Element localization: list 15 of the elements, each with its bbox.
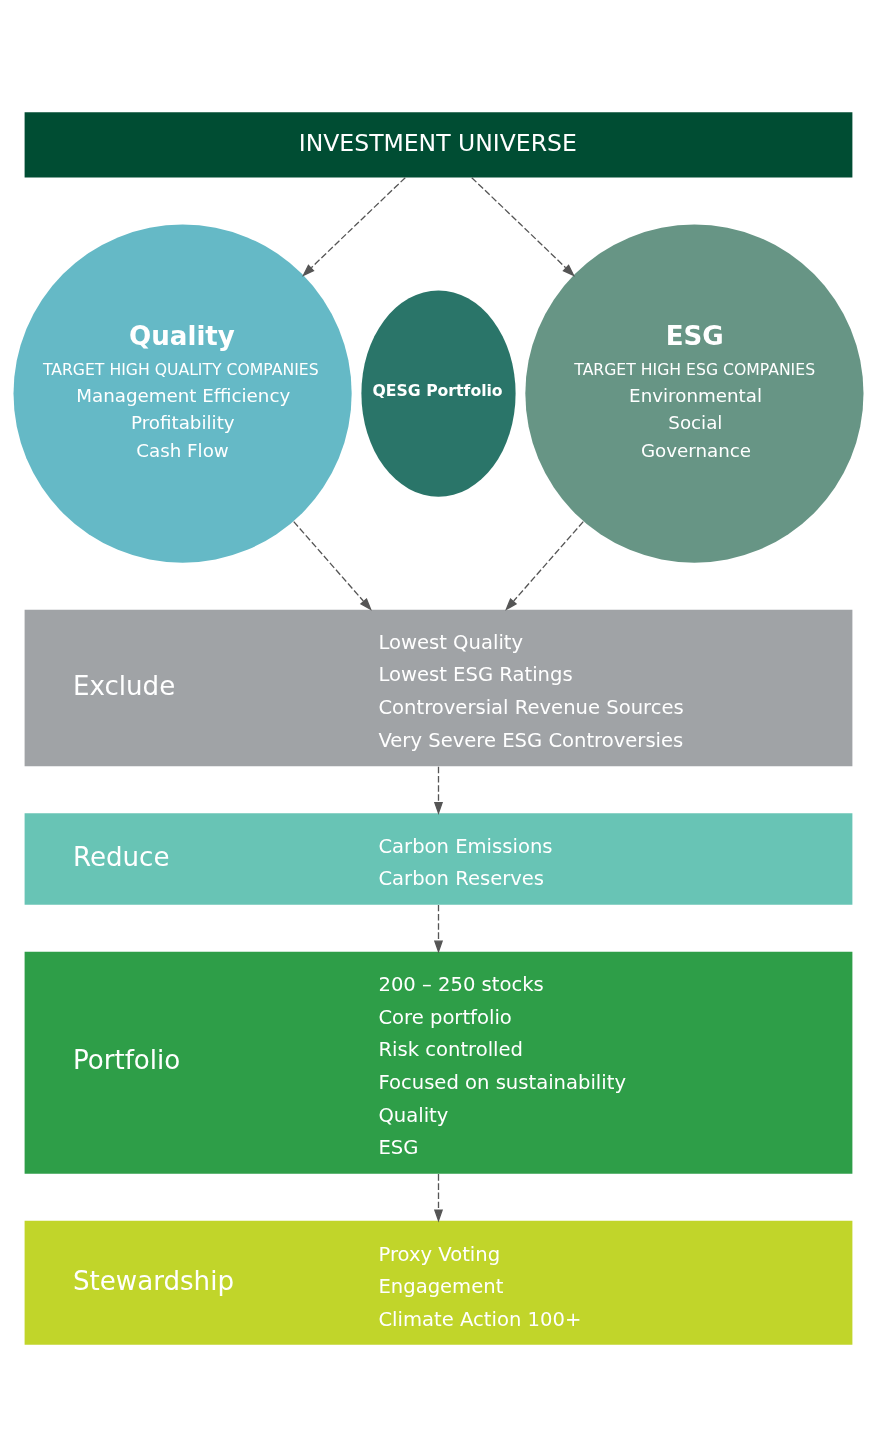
node-ellipse: QESG Portfolio [361,289,516,497]
arrow [293,520,372,611]
node-box: Exclude Lowest Quality Lowest ESG Ratings Controversial Revenue Sources Very Severe ESG Controversies [24,609,853,766]
node-box: Portfolio 200 – 250 stocks Core portfolio Risk controlled Focused on sustainability Quality ESG [24,951,853,1174]
arrow [433,765,444,815]
node-box: Stewardship Proxy Voting Engagement Climate Action 100+ [24,1220,853,1345]
arrow [505,520,584,611]
node-box: INVESTMENT UNIVERSE [24,111,853,177]
arrow [302,176,406,277]
arrow [471,176,575,277]
node-box: Reduce Carbon Emissions Carbon Reserves [24,812,853,905]
node-circle: Quality TARGET HIGH QUALITY COMPANIES Management Efficiency Profitability Cash Flow [13,224,352,563]
arrow [433,1172,444,1223]
arrow [433,903,444,954]
node-circle: ESG TARGET HIGH ESG COMPANIES Environmental Social Governance [525,224,864,563]
